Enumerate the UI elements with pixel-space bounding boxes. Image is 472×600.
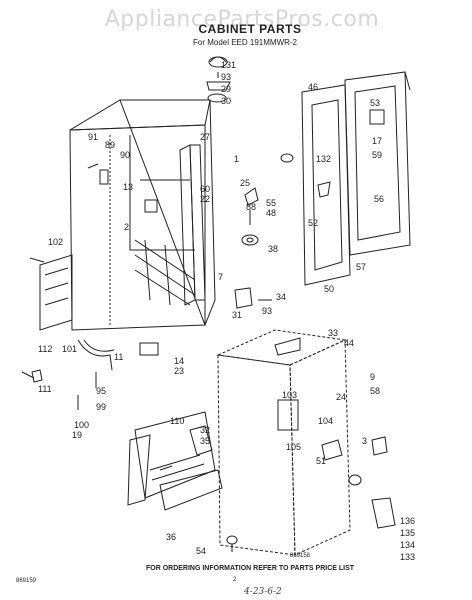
callout-label: 23 bbox=[174, 366, 184, 376]
callout-label: 14 bbox=[174, 356, 184, 366]
callout-label: 90 bbox=[120, 150, 130, 160]
callout-label: 1 bbox=[234, 154, 239, 164]
callout-label: 52 bbox=[308, 218, 318, 228]
callout-label: 30 bbox=[221, 96, 231, 106]
mullion-post bbox=[179, 144, 206, 306]
callout-label: 13 bbox=[123, 182, 133, 192]
callout-label: 9 bbox=[370, 372, 375, 382]
callout-label: 101 bbox=[62, 344, 77, 354]
drain-tube bbox=[77, 339, 115, 371]
callout-label: 58 bbox=[370, 386, 380, 396]
callout-label: 34 bbox=[276, 292, 286, 302]
callout-label: 100 bbox=[74, 420, 89, 430]
hinge-pin-parts bbox=[241, 187, 259, 246]
callout-label: 31 bbox=[232, 310, 242, 320]
callout-label: 95 bbox=[96, 386, 106, 396]
callout-label: 136 bbox=[400, 516, 415, 526]
watermark: AppliancePartsPros.com bbox=[104, 7, 380, 32]
callout-label: 134 bbox=[400, 540, 415, 550]
handwritten-note: 4-23-6-2 bbox=[244, 587, 282, 597]
callout-label: 112 bbox=[38, 344, 52, 354]
callout-label: 88 bbox=[246, 202, 256, 212]
mid-bracket bbox=[234, 287, 272, 309]
callout-label: 105 bbox=[286, 442, 301, 452]
callout-label: 50 bbox=[324, 284, 334, 294]
diagram-title: CABINET PARTS bbox=[198, 22, 302, 36]
callout-label: 91 bbox=[88, 132, 98, 142]
callout-label: 102 bbox=[48, 237, 63, 247]
callout-label: 29 bbox=[221, 84, 231, 94]
callout-label: 48 bbox=[266, 208, 276, 218]
callout-label: 57 bbox=[356, 262, 366, 272]
ordering-note: FOR ORDERING INFORMATION REFER TO PARTS … bbox=[145, 565, 355, 572]
callout-label: 60 bbox=[200, 184, 210, 194]
callout-label: 19 bbox=[72, 430, 82, 440]
callout-label: 55 bbox=[266, 198, 276, 208]
callout-label: 93 bbox=[262, 306, 272, 316]
callout-label: 27 bbox=[200, 132, 210, 142]
callout-label: 22 bbox=[200, 194, 210, 204]
callout-label: 135 bbox=[400, 528, 415, 538]
callout-label: 46 bbox=[308, 82, 318, 92]
liner-details bbox=[226, 337, 396, 552]
callout-label: 44 bbox=[344, 338, 354, 348]
callout-label: 110 bbox=[170, 416, 184, 426]
callout-label: 54 bbox=[196, 546, 206, 556]
sheet-code: 869159 bbox=[16, 578, 37, 584]
callout-label: 99 bbox=[96, 402, 106, 412]
callout-label: 131 bbox=[221, 60, 236, 70]
door-gasket-frames bbox=[301, 71, 411, 286]
callout-label: 104 bbox=[318, 416, 333, 426]
callout-label: 32 bbox=[200, 425, 210, 435]
drawing-ref-code: 869158 bbox=[290, 553, 311, 559]
callout-label: 93 bbox=[221, 72, 231, 82]
callout-label: 51 bbox=[316, 456, 326, 466]
callout-label: 132 bbox=[316, 154, 331, 164]
callout-label: 25 bbox=[240, 178, 250, 188]
callout-label: 89 bbox=[105, 140, 115, 150]
callout-label: 33 bbox=[328, 328, 338, 338]
callout-label: 56 bbox=[374, 194, 384, 204]
callout-label: 59 bbox=[372, 150, 382, 160]
callout-label: 111 bbox=[38, 384, 52, 394]
callout-label: 11 bbox=[114, 352, 123, 362]
callout-label: 133 bbox=[400, 552, 415, 562]
page-number: 2 bbox=[233, 577, 237, 583]
freezer-liner bbox=[216, 329, 351, 556]
callout-label: 24 bbox=[336, 392, 346, 402]
top-hinge-stack bbox=[206, 56, 231, 103]
callout-label: 17 bbox=[372, 136, 382, 146]
callout-label: 103 bbox=[282, 390, 297, 400]
diagram-subtitle: For Model EED 191MMWR-2 bbox=[192, 38, 298, 47]
callout-label: 38 bbox=[268, 244, 278, 254]
callout-label: 3 bbox=[362, 436, 367, 446]
callout-label: 2 bbox=[124, 222, 129, 232]
left-hardware bbox=[21, 163, 159, 410]
bracket-part bbox=[280, 153, 331, 198]
control-housing bbox=[127, 411, 223, 511]
callout-label: 53 bbox=[370, 98, 380, 108]
callout-label: 36 bbox=[166, 532, 176, 542]
callout-label: 7 bbox=[218, 272, 223, 282]
callout-label: 35 bbox=[200, 436, 210, 446]
